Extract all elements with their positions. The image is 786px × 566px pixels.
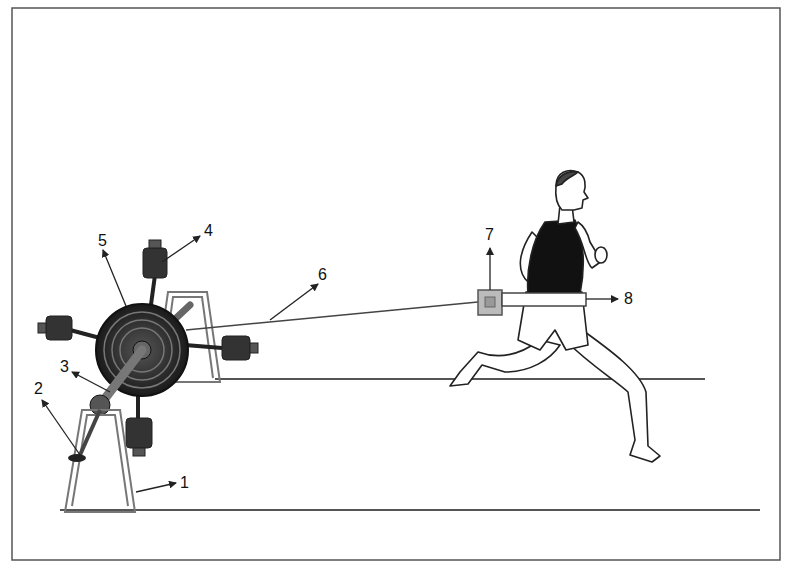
callout-number: 5 [98, 232, 107, 250]
leader-arrows [42, 236, 618, 492]
ground-line [60, 509, 760, 511]
belt [502, 293, 586, 306]
callout-number: 3 [60, 358, 69, 376]
cable [186, 302, 478, 330]
frame-border [12, 8, 780, 560]
callout-number: 7 [485, 226, 494, 244]
runner [450, 171, 660, 462]
dumbbell-weights [38, 240, 258, 456]
front-stand [65, 410, 135, 512]
callout-number: 8 [624, 290, 633, 308]
callout-number: 4 [204, 222, 213, 240]
clamp [68, 410, 100, 462]
callout-number: 2 [34, 380, 43, 398]
callout-number: 1 [180, 474, 189, 492]
sensor-box [478, 290, 502, 315]
sensor-box [485, 297, 495, 307]
callout-number: 6 [318, 266, 327, 284]
